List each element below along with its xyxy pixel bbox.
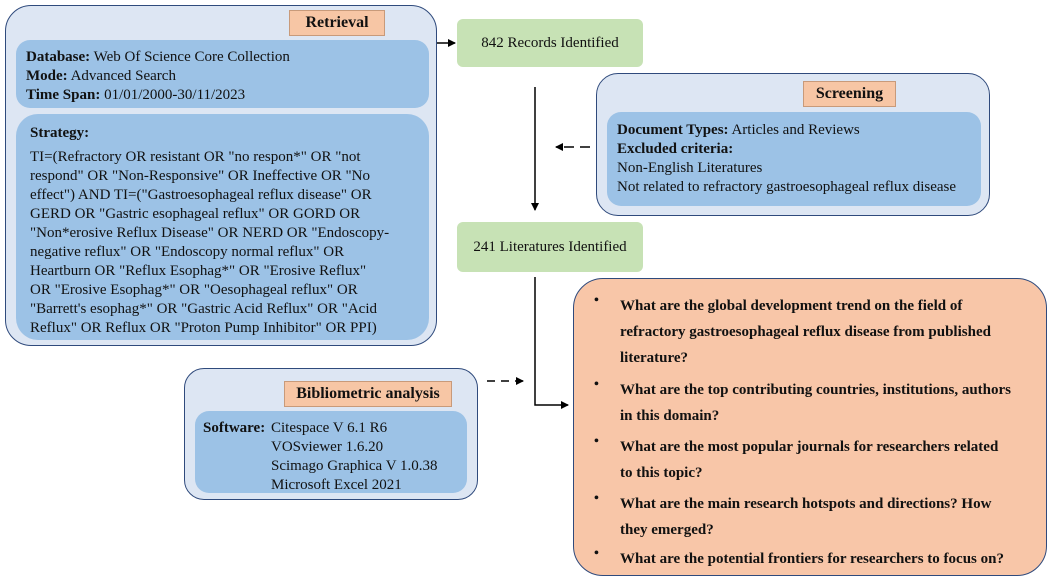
software-item: Scimago Graphica V 1.0.38 [271, 458, 438, 474]
database-value: Web Of Science Core Collection [90, 49, 290, 65]
excluded-item: Not related to refractory gastroesophage… [617, 179, 957, 195]
software-item: VOSviewer 1.6.20 [271, 439, 384, 455]
strategy-line: OR "Erosive Esophag*" OR "Oesophageal re… [30, 282, 358, 298]
database-label: Database: [26, 49, 91, 65]
software-box: Software: Citespace V 6.1 R6 VOSviewer 1… [195, 411, 467, 493]
retrieval-panel: Retrieval Database: Web Of Science Core … [5, 5, 437, 346]
research-questions-panel: • What are the global development trend … [573, 278, 1047, 576]
mode-label: Mode: [26, 68, 68, 84]
time-span-value: 01/01/2000-30/11/2023 [100, 87, 246, 103]
software-label: Software: [203, 420, 266, 436]
time-span-label: Time Span: [26, 87, 101, 103]
software-item: Citespace V 6.1 R6 [271, 420, 388, 436]
mode-value: Advanced Search [67, 68, 176, 84]
bullet-icon: • [594, 293, 599, 308]
strategy-label: Strategy: [30, 125, 90, 141]
bullet-icon: • [594, 377, 599, 392]
software-item: Microsoft Excel 2021 [271, 477, 402, 493]
bullet-icon: • [594, 434, 599, 449]
strategy-line: GERD OR "Gastric esophageal reflux" OR G… [30, 206, 361, 222]
screening-criteria-box: Document Types: Articles and Reviews Exc… [607, 112, 981, 206]
strategy-line: effect") AND TI=("Gastroesophageal reflu… [30, 187, 372, 203]
literatures-identified-box: 241 Literatures Identified [457, 222, 643, 272]
bibliometric-tag: Bibliometric analysis [284, 381, 452, 407]
records-identified-box: 842 Records Identified [457, 19, 643, 67]
excluded-criteria-label: Excluded criteria: [617, 141, 734, 157]
strategy-line: TI=(Refractory OR resistant OR "no respo… [30, 149, 361, 165]
strategy-line: respond" OR "Non-Responsive" OR Ineffect… [30, 168, 370, 184]
screening-tag: Screening [803, 81, 896, 107]
arrow-literatures-to-questions [534, 277, 569, 409]
bibliometric-panel: Bibliometric analysis Software: Citespac… [184, 368, 478, 500]
strategy-line: Reflux" OR Reflux OR "Proton Pump Inhibi… [30, 320, 377, 336]
retrieval-tag: Retrieval [289, 10, 385, 36]
strategy-line: "Non*erosive Reflux Disease" OR NERD OR … [30, 225, 390, 241]
document-types-label: Document Types: [617, 122, 729, 138]
strategy-box: Strategy: TI=(Refractory OR resistant OR… [16, 114, 429, 340]
bullet-icon: • [594, 546, 599, 561]
bullet-icon: • [594, 491, 599, 506]
strategy-line: Heartburn OR "Reflux Esophag*" OR "Erosi… [30, 263, 367, 279]
excluded-item: Non-English Literatures [617, 160, 763, 176]
retrieval-info-box: Database: Web Of Science Core Collection… [16, 40, 429, 108]
strategy-line: "Barrett's esophag*" OR "Gastric Acid Re… [30, 301, 378, 317]
document-types-value: Articles and Reviews [728, 122, 860, 138]
screening-panel: Screening Document Types: Articles and R… [596, 73, 990, 216]
strategy-line: negative reflux" OR "Endoscopy normal re… [30, 244, 345, 260]
